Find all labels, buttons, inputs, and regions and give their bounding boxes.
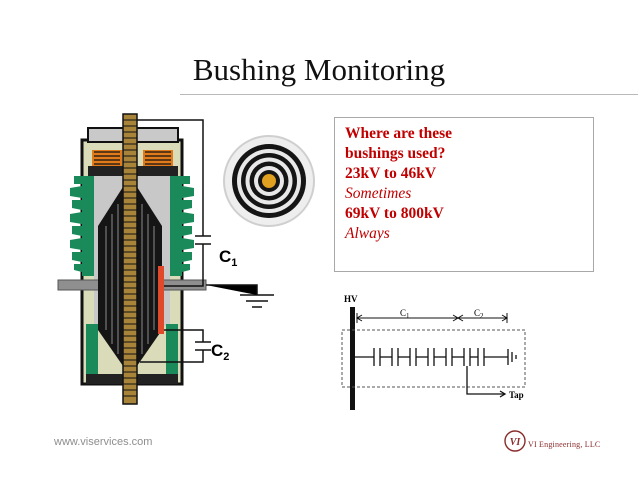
footer-company-name: VI Engineering, LLC xyxy=(528,440,601,449)
usage-info-box: Where are these bushings used? 23kV to 4… xyxy=(334,117,594,272)
info-range-low: 23kV to 46kV xyxy=(345,165,437,182)
ground-symbol xyxy=(206,284,274,308)
spring-left xyxy=(92,150,122,166)
concentric-cross-section xyxy=(223,135,315,227)
dimension-arrows xyxy=(356,313,508,323)
porcelain-sheds-right xyxy=(182,176,194,272)
info-question-line2: bushings used? xyxy=(345,145,446,162)
title-divider xyxy=(180,94,638,95)
test-tap-foil xyxy=(158,266,164,334)
conductor-threads xyxy=(123,119,137,397)
schematic-c2-label: C2 xyxy=(474,308,484,320)
lower-porcelain-left xyxy=(86,324,98,374)
info-question-line1: Where are these xyxy=(345,125,453,142)
spring-right xyxy=(143,150,173,166)
bushing-outline-dashed xyxy=(341,329,526,388)
porcelain-wall-right xyxy=(170,176,182,276)
core-conductor-dot xyxy=(262,174,276,188)
lower-porcelain-right xyxy=(166,324,178,374)
spring-coils xyxy=(94,151,171,165)
info-range-low-note: Sometimes xyxy=(345,185,412,202)
capacitance-schematic: HV C1 C2 xyxy=(341,294,526,410)
porcelain-sheds-left xyxy=(70,176,82,272)
c1-label: C1 xyxy=(219,247,237,269)
porcelain-wall-left xyxy=(82,176,94,276)
grading-foils xyxy=(105,204,155,354)
footer-website-link[interactable]: www.viservices.com xyxy=(54,436,153,448)
capacitor-chain xyxy=(355,348,517,398)
page-title: Bushing Monitoring xyxy=(192,52,446,87)
c2-label: C2 xyxy=(211,341,229,363)
hv-label: HV xyxy=(344,294,358,304)
bushing-cross-section xyxy=(57,113,207,405)
info-range-high: 69kV to 800kV xyxy=(345,205,444,222)
schematic-c1-label: C1 xyxy=(400,308,410,320)
tap-label: Tap xyxy=(509,390,524,400)
company-logo-icon: VI xyxy=(504,430,526,452)
info-range-high-note: Always xyxy=(345,225,390,242)
capacitance-wiring xyxy=(137,119,211,363)
svg-text:VI: VI xyxy=(510,437,522,448)
hv-conductor-bar xyxy=(350,307,355,410)
